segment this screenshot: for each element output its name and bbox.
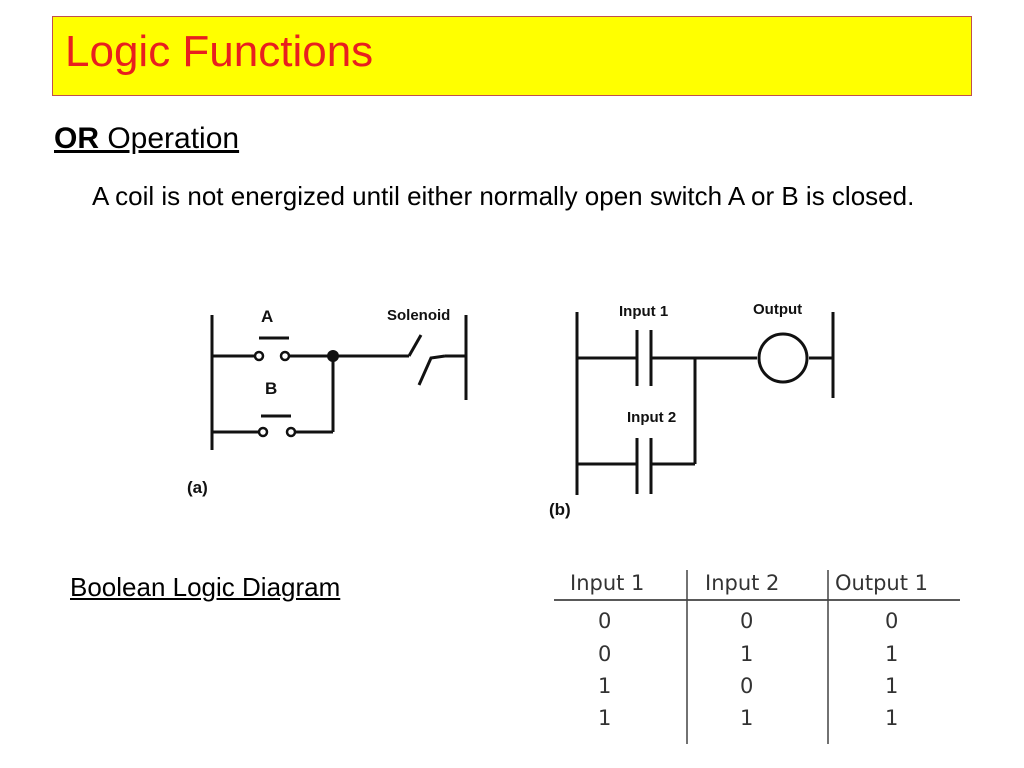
cell-r1-c3: 0 (885, 609, 898, 633)
boolean-logic-label: Boolean Logic Diagram (70, 572, 341, 602)
output-coil (757, 332, 809, 384)
header-output-1: Output 1 (835, 571, 928, 595)
cell-r3-c3: 1 (885, 674, 898, 698)
cell-r2-c1: 0 (598, 642, 611, 666)
input-2-label: Input 2 (627, 409, 676, 426)
header-input-1: Input 1 (570, 571, 644, 595)
junction-dot (327, 350, 339, 362)
heading-rest: Operation (99, 122, 240, 155)
caption-a: (a) (187, 478, 208, 497)
solenoid-coil (417, 354, 446, 386)
switch-a-contact-right (279, 350, 291, 362)
cell-r4-c1: 1 (598, 706, 611, 730)
title-box: Logic Functions (52, 16, 972, 96)
switch-b-contact-right (285, 426, 297, 438)
switch-b-label: B (265, 379, 277, 398)
section-heading: OR Operation (54, 122, 239, 156)
input-1-label: Input 1 (619, 303, 668, 320)
description-text: A coil is not energized until either nor… (92, 181, 915, 211)
cell-r3-c1: 1 (598, 674, 611, 698)
solenoid-left-line (407, 334, 423, 357)
switch-a-contact-left (253, 350, 265, 362)
cell-r4-c3: 1 (885, 706, 898, 730)
cell-r1-c2: 0 (740, 609, 753, 633)
cell-r2-c3: 1 (885, 642, 898, 666)
solenoid-label: Solenoid (387, 307, 450, 324)
cell-r2-c2: 1 (740, 642, 753, 666)
caption-b: (b) (549, 500, 571, 519)
ladder-diagram-a: A B Solenoid (a) (187, 307, 468, 497)
switch-b-contact-left (257, 426, 269, 438)
slide-title: Logic Functions (65, 27, 374, 76)
switch-a-label: A (261, 307, 273, 326)
truth-table: Input 1 Input 2 Output 1 0 0 0 0 1 1 1 0… (554, 570, 960, 744)
cell-r3-c2: 0 (740, 674, 753, 698)
header-input-2: Input 2 (705, 571, 779, 595)
cell-r4-c2: 1 (740, 706, 753, 730)
output-label: Output (753, 301, 802, 318)
cell-r1-c1: 0 (598, 609, 611, 633)
heading-bold: OR (54, 122, 99, 155)
ladder-diagram-b: Input 1 Input 2 Output (b) (549, 301, 835, 519)
